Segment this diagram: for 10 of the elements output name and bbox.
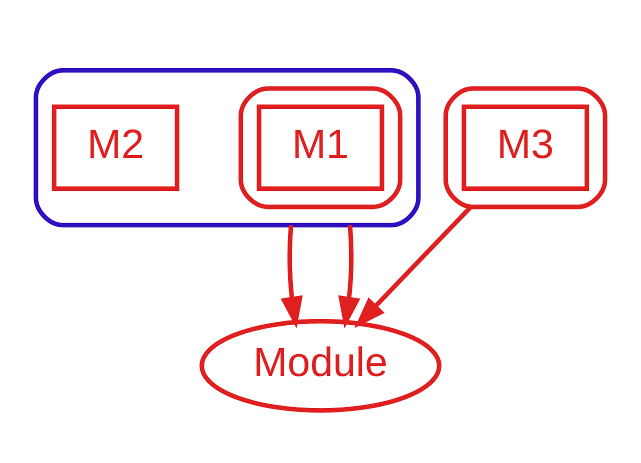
- node-ellipse: Module: [200, 318, 442, 413]
- node-box: M3: [462, 104, 590, 191]
- arrow: [338, 224, 360, 329]
- cluster: [34, 68, 421, 228]
- cluster: [443, 86, 608, 210]
- arrow: [354, 205, 472, 328]
- cluster: [238, 86, 402, 210]
- arrow: [280, 224, 303, 329]
- node-box: M2: [52, 104, 180, 191]
- node-box: M1: [256, 104, 384, 191]
